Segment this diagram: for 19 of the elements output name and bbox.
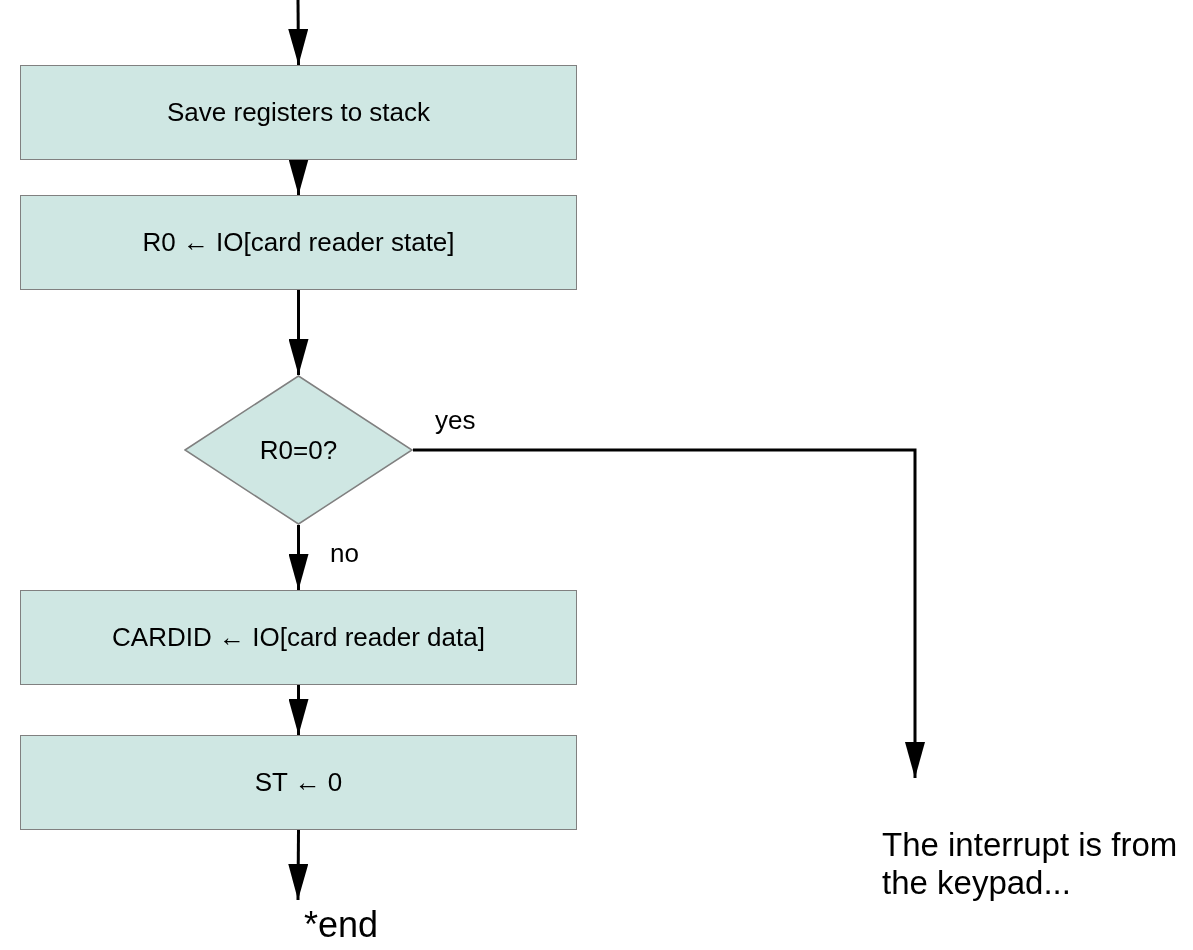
process-box (20, 195, 577, 290)
box-text: Save registers to stack (167, 97, 430, 128)
box-text: ST ← 0 (254, 767, 343, 798)
arrow (413, 448, 925, 778)
arrow (288, 159, 309, 195)
arrow (288, 685, 309, 735)
process-box (20, 65, 577, 160)
arrow (288, 290, 309, 375)
arrow (288, 830, 309, 900)
arrow (288, 525, 309, 590)
note-text: *end (304, 904, 379, 946)
box-text: R0 ← IO[card reader state] (142, 227, 455, 258)
process-box (20, 735, 577, 830)
box-text: CARDID ← IO[card reader data] (112, 622, 485, 653)
box-text: R0=0? (259, 434, 338, 466)
arrow (288, 0, 309, 65)
process-box (20, 590, 577, 685)
note-text: The interrupt is from the keypad... (882, 826, 1179, 902)
decision-diamond (184, 375, 413, 525)
